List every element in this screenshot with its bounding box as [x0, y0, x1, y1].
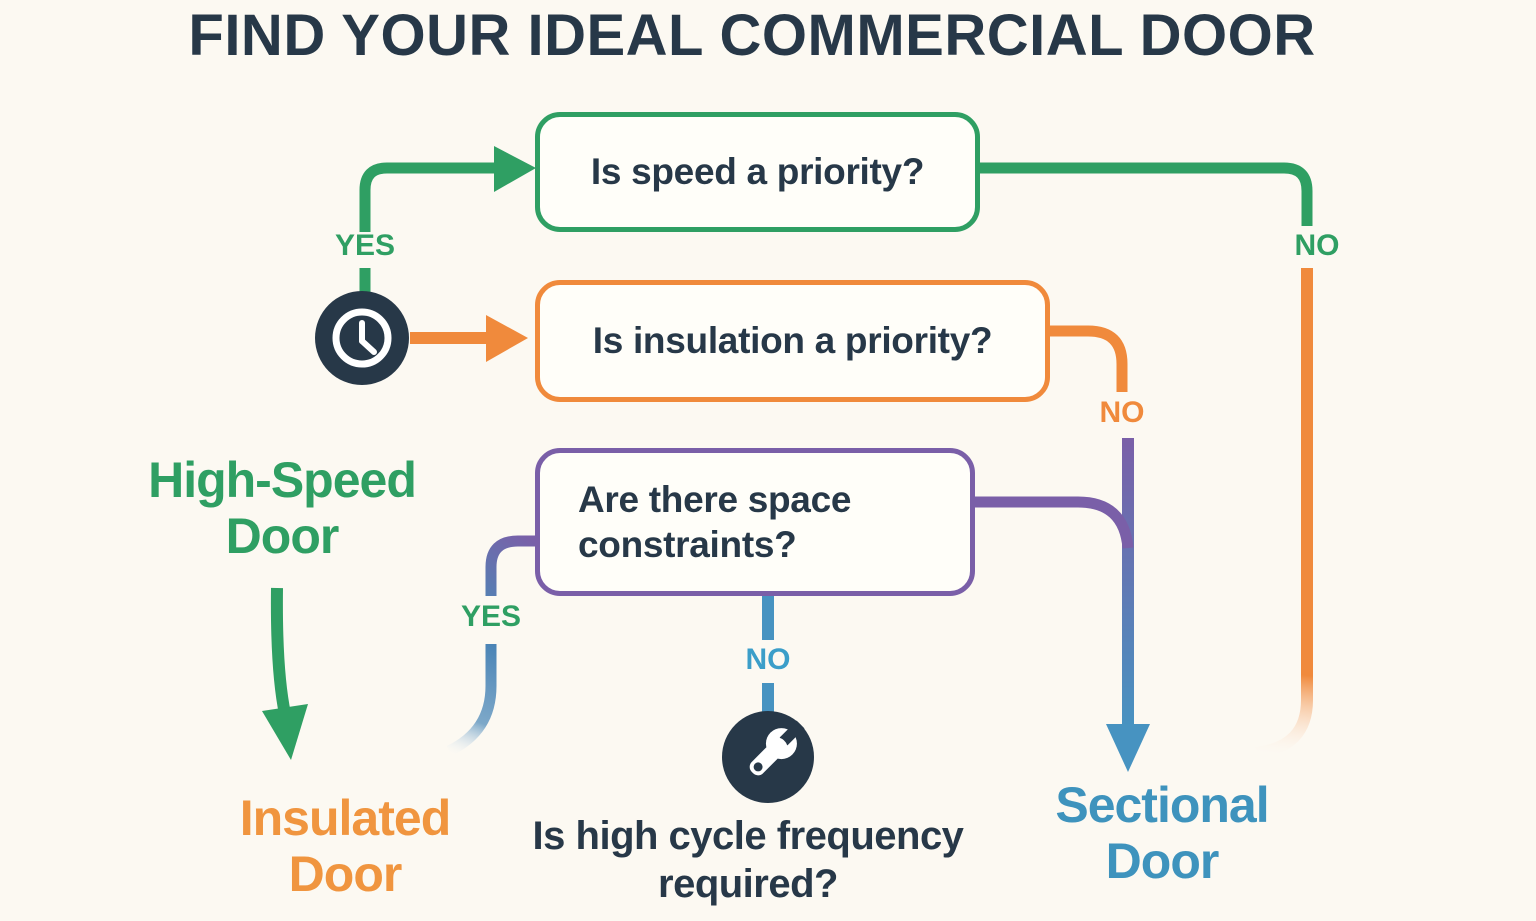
- outcome-insulated-door: Insulated Door: [239, 790, 451, 902]
- edge-label-space-no: NO: [745, 643, 791, 676]
- edge-label-space-yes: YES: [460, 600, 522, 633]
- connector-right-orange-drop: [1255, 268, 1313, 759]
- question-space-label: Are there space constraints?: [578, 478, 852, 565]
- wrench-icon: [722, 711, 814, 803]
- question-speed-label: Is speed a priority?: [590, 151, 925, 192]
- arrowhead-into-insulation-box: [486, 315, 528, 362]
- question-box-insulation: Is insulation a priority?: [535, 280, 1050, 402]
- connector-space-yes-upper: [485, 535, 535, 596]
- arrowhead-sectional: [1106, 724, 1150, 772]
- connector-space-no-merge: [965, 496, 1134, 549]
- edge-label-insulation-no: NO: [1099, 396, 1145, 429]
- connector-space-yes-lower: [446, 644, 497, 756]
- clock-icon: [315, 291, 409, 385]
- connector-insulation-no: [1040, 325, 1128, 392]
- page-title: FIND YOUR IDEAL COMMERCIAL DOOR: [188, 3, 1316, 68]
- question-box-speed: Is speed a priority?: [535, 112, 980, 232]
- connector-highspeed-arrow: [270, 587, 291, 716]
- edge-label-speed-yes: YES: [334, 229, 396, 262]
- outcome-sectional-door: Sectional Door: [1055, 777, 1269, 889]
- arrowhead-highspeed: [262, 704, 308, 760]
- connector-speed-no: [970, 162, 1313, 226]
- edge-label-speed-no: NO: [1294, 229, 1340, 262]
- question-box-space: Are there space constraints?: [535, 448, 975, 596]
- question-insulation-label: Is insulation a priority?: [592, 320, 993, 361]
- connector-speed-yes-upper: [359, 162, 494, 232]
- arrowhead-into-speed-box: [494, 146, 536, 192]
- outcome-high-speed-door: High-Speed Door: [148, 452, 417, 564]
- question-cycle-frequency: Is high cycle frequency required?: [532, 814, 964, 906]
